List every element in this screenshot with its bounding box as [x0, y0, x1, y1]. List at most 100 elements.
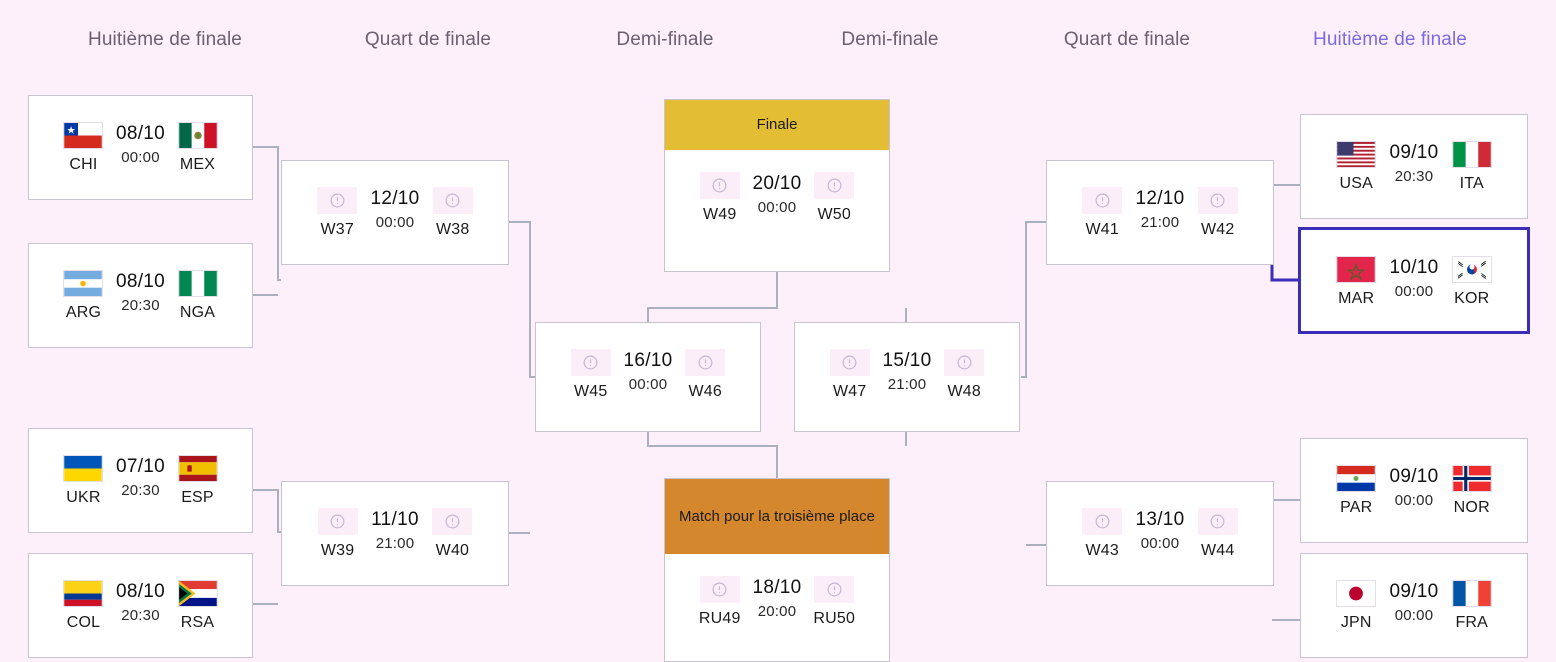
match-card-par-nor[interactable]: PAR 09/10 00:00 NOR	[1300, 438, 1528, 543]
norway-flag	[1451, 465, 1492, 492]
south-africa-flag	[177, 580, 218, 607]
round-header-qf-right: Quart de finale	[1063, 29, 1191, 50]
home-side: W47	[817, 349, 882, 401]
away-side: RSA	[165, 580, 230, 632]
away-side: KOR	[1439, 256, 1505, 308]
match-card-chi-mex[interactable]: CHI 08/10 00:00 MEX	[28, 95, 253, 200]
match-card-col-rsa[interactable]: COL 08/10 20:30 RSA	[28, 553, 253, 658]
match-body: RU49 18/10 20:00 RU50	[665, 554, 889, 661]
match-center: 08/10 20:30	[116, 270, 165, 314]
match-body: USA 09/10 20:30 ITA	[1301, 115, 1527, 218]
round-header-sf-left: Demi-finale	[616, 29, 714, 50]
alert-circle-icon	[1082, 508, 1123, 535]
match-card-qf-w41-w42[interactable]: W41 12/10 21:00 W42	[1046, 160, 1274, 265]
match-date: 08/10	[115, 271, 166, 292]
match-card-jpn-fra[interactable]: JPN 09/10 00:00 FRA	[1300, 553, 1528, 658]
match-date: 08/10	[115, 123, 166, 144]
home-side: COL	[51, 580, 116, 632]
home-team-code: W37	[320, 221, 354, 238]
home-team-code: W47	[832, 383, 867, 400]
paraguay-flag	[1336, 465, 1377, 492]
home-team-code: W45	[573, 383, 608, 400]
match-card-usa-ita[interactable]: USA 09/10 20:30 ITA	[1300, 114, 1528, 219]
usa-flag	[1336, 141, 1377, 168]
home-team-code: W49	[702, 206, 737, 223]
third-place-title: Match pour la troisième place	[665, 479, 889, 554]
away-team-code: FRA	[1455, 614, 1489, 631]
match-center: 09/10 00:00	[1389, 465, 1438, 509]
home-team-code: W39	[320, 542, 355, 559]
match-date: 08/10	[115, 581, 166, 602]
match-date: 12/10	[1135, 188, 1185, 209]
match-card-qf-w43-w44[interactable]: W43 13/10 00:00 W44	[1046, 481, 1274, 586]
final-title: Finale	[665, 100, 889, 150]
away-side: W42	[1185, 187, 1251, 239]
match-body: PAR 09/10 00:00 NOR	[1301, 439, 1527, 542]
home-team-code: ARG	[65, 304, 102, 321]
match-time: 20:30	[121, 297, 160, 314]
match-center: 12/10 21:00	[1135, 187, 1184, 231]
match-card-final[interactable]: Finale W49 20/10 00:00 W50	[664, 99, 890, 272]
away-team-code: NOR	[1453, 499, 1490, 516]
home-side: MAR	[1323, 256, 1389, 308]
nigeria-flag	[177, 270, 218, 297]
match-time: 20:30	[121, 607, 160, 624]
away-side: W40	[419, 508, 486, 560]
match-center: 11/10 21:00	[371, 508, 419, 552]
match-body: W39 11/10 21:00 W40	[282, 482, 508, 585]
match-card-arg-nga[interactable]: ARG 08/10 20:30 NGA	[28, 243, 253, 348]
away-team-code: ESP	[181, 489, 214, 506]
alert-circle-icon	[814, 172, 855, 199]
match-card-mar-kor[interactable]: MAR 10/10 00:00 KOR	[1298, 227, 1530, 334]
match-date: 16/10	[623, 350, 673, 371]
match-time: 21:00	[887, 376, 927, 393]
home-side: ARG	[51, 270, 116, 322]
match-body: W43 13/10 00:00 W44	[1047, 482, 1273, 585]
match-center: 18/10 20:00	[752, 576, 801, 620]
away-team-code: W40	[435, 542, 470, 559]
match-body: ARG 08/10 20:30 NGA	[29, 244, 252, 347]
home-side: W49	[687, 172, 752, 224]
alert-circle-icon	[1197, 187, 1238, 214]
match-time: 21:00	[375, 535, 415, 552]
match-date: 10/10	[1389, 257, 1439, 278]
alert-circle-icon	[829, 349, 870, 376]
match-card-sf-w45-w46[interactable]: W45 16/10 00:00 W46	[535, 322, 761, 432]
mexico-flag	[177, 122, 218, 149]
away-side: W48	[932, 349, 997, 401]
colombia-flag	[63, 580, 104, 607]
france-flag	[1451, 580, 1492, 607]
match-card-sf-w47-w48[interactable]: W47 15/10 21:00 W48	[794, 322, 1020, 432]
chile-flag	[63, 122, 104, 149]
alert-circle-icon	[570, 349, 611, 376]
match-date: 11/10	[371, 509, 419, 530]
away-team-code: RSA	[180, 614, 215, 631]
alert-circle-icon	[1082, 187, 1123, 214]
match-center: 20/10 00:00	[752, 172, 801, 216]
home-side: W39	[304, 508, 371, 560]
round-header-r16-left: Huitième de finale	[88, 29, 242, 50]
match-date: 09/10	[1389, 466, 1439, 487]
match-date: 12/10	[370, 188, 420, 209]
match-center: 09/10 20:30	[1389, 141, 1438, 185]
home-team-code: MAR	[1338, 290, 1375, 307]
alert-circle-icon	[432, 508, 473, 535]
morocco-flag	[1336, 256, 1377, 283]
home-side: W43	[1069, 508, 1135, 560]
match-body: UKR 07/10 20:30 ESP	[29, 429, 252, 532]
away-side: ESP	[165, 455, 230, 507]
alert-circle-icon	[944, 349, 985, 376]
match-card-qf-w37-w38[interactable]: W37 12/10 00:00 W38	[281, 160, 509, 265]
match-card-qf-w39-w40[interactable]: W39 11/10 21:00 W40	[281, 481, 509, 586]
match-body: W41 12/10 21:00 W42	[1047, 161, 1273, 264]
match-card-ukr-esp[interactable]: UKR 07/10 20:30 ESP	[28, 428, 253, 533]
home-team-code: USA	[1339, 175, 1373, 192]
match-card-third-place[interactable]: Match pour la troisième place RU49 18/10…	[664, 478, 890, 662]
away-side: FRA	[1439, 580, 1505, 632]
round-header-r16-right: Huitième de finale	[1313, 29, 1467, 50]
away-team-code: NGA	[179, 304, 216, 321]
match-center: 08/10 20:30	[116, 580, 165, 624]
away-team-code: KOR	[1454, 290, 1490, 307]
match-body: JPN 09/10 00:00 FRA	[1301, 554, 1527, 657]
match-time: 00:00	[757, 199, 797, 216]
